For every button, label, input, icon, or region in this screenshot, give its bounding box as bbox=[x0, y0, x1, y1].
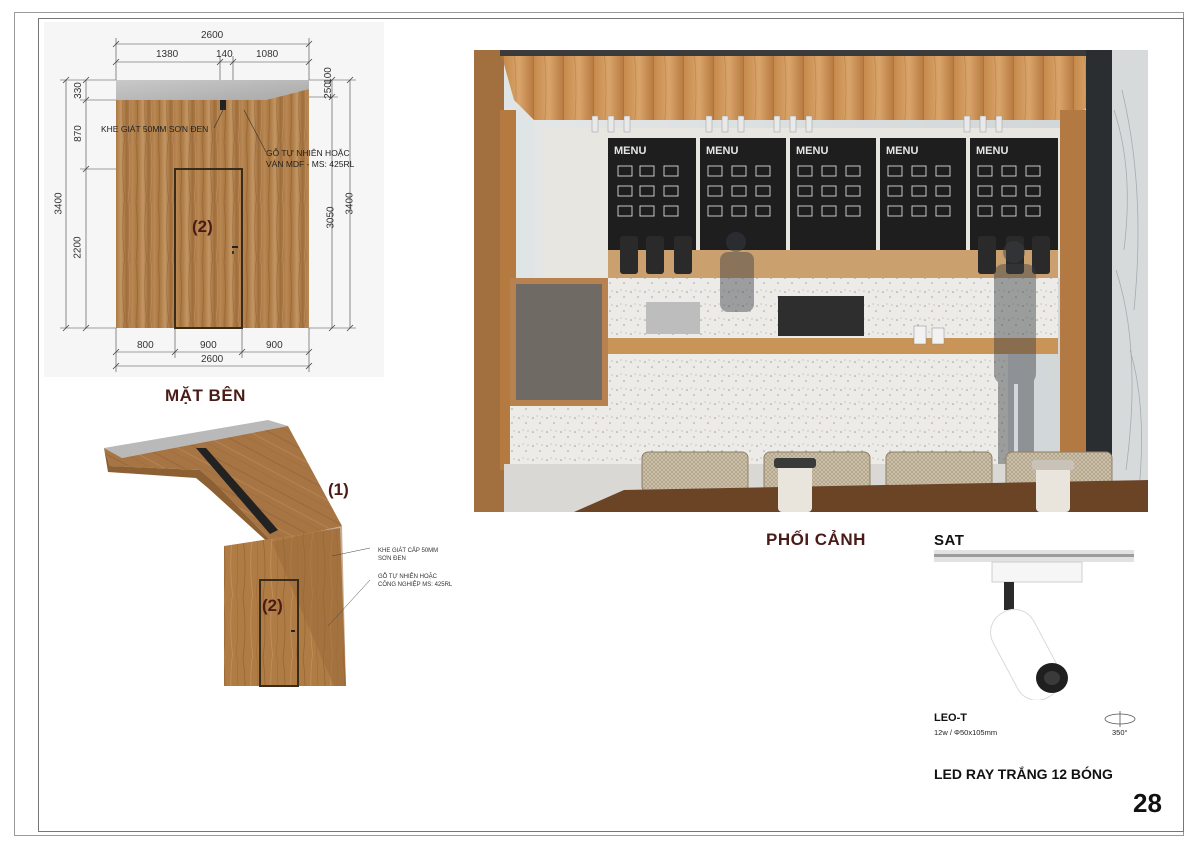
dim-top-total: 2600 bbox=[201, 30, 224, 41]
dim-bottom-total: 2600 bbox=[201, 354, 224, 365]
dim-left-total: 3400 bbox=[53, 192, 65, 215]
iso-drawing bbox=[104, 420, 371, 687]
dim-bottom-seg-2: 900 bbox=[200, 340, 217, 351]
dim-bottom-seg-1: 800 bbox=[137, 340, 154, 351]
door-label: (2) bbox=[192, 217, 213, 236]
page-number: 28 bbox=[1133, 788, 1162, 818]
product-model: LEO-T bbox=[934, 712, 967, 724]
product-brand: SAT bbox=[934, 532, 965, 549]
render-illustration: MENU MENU MENU MENU MENU bbox=[474, 50, 1148, 512]
dim-left-seg-3: 2200 bbox=[72, 236, 84, 259]
elevation-drawing bbox=[44, 22, 384, 377]
dim-left-seg-2: 870 bbox=[72, 125, 84, 142]
menu-board-title-4: MENU bbox=[886, 145, 918, 157]
iso-note-slot-2: SƠN ĐEN bbox=[378, 556, 406, 562]
product-rotation: 350° bbox=[1112, 728, 1128, 737]
dim-top-seg-3: 1080 bbox=[256, 49, 279, 60]
perspective-render: MENU MENU MENU MENU MENU bbox=[474, 50, 1148, 512]
note-wood-2: VÁN MDF - MS: 425RL bbox=[266, 159, 355, 169]
render-caption: PHỐI CẢNH bbox=[766, 530, 866, 549]
dim-right-top2: 100 bbox=[322, 67, 334, 84]
dim-left-seg-1: 330 bbox=[72, 82, 84, 99]
iso-canopy-label: (1) bbox=[328, 480, 349, 499]
dim-right-total: 3400 bbox=[344, 192, 356, 215]
iso-door-label: (2) bbox=[262, 596, 283, 615]
dim-top-seg-2: 140 bbox=[216, 49, 233, 60]
menu-board-title-1: MENU bbox=[614, 145, 646, 157]
track-light-illustration bbox=[934, 550, 1134, 700]
product-title: LED RAY TRẮNG 12 BÓNG bbox=[934, 766, 1113, 782]
note-wood-1: GỖ TỰ NHIÊN HOẶC bbox=[266, 148, 350, 158]
menu-board-title-3: MENU bbox=[796, 145, 828, 157]
iso-note-wood-1: GỖ TỰ NHIÊN HOẶC bbox=[378, 574, 438, 580]
dim-right-middle: 3050 bbox=[325, 206, 337, 229]
dim-bottom-seg-3: 900 bbox=[266, 340, 283, 351]
dim-top-seg-1: 1380 bbox=[156, 49, 179, 60]
side-elevation: 2600 1380 140 1080 800 900 900 2600 330 … bbox=[44, 22, 384, 412]
iso-view: (1) (2) KHE GIÁT CẤP 50MM SƠN ĐEN GỖ TỰ … bbox=[100, 418, 480, 698]
dim-right-top: 250 bbox=[322, 82, 334, 99]
sheet-inner-border bbox=[38, 18, 1184, 832]
product-spec: 12w / Φ50x105mm bbox=[934, 728, 998, 737]
iso-note-wood-2: CÔNG NGHIỆP MS: 425RL bbox=[378, 582, 453, 588]
note-slot: KHE GIÁT 50MM SƠN ĐEN bbox=[101, 124, 209, 134]
menu-board-title-2: MENU bbox=[706, 145, 738, 157]
elevation-caption: MẶT BÊN bbox=[165, 386, 246, 405]
rotation-icon bbox=[1104, 711, 1136, 727]
iso-note-slot-1: KHE GIÁT CẤP 50MM bbox=[378, 548, 439, 554]
product-card: SAT LEO-T 12w / Φ50x105mm 350° LED RAY T… bbox=[930, 532, 1150, 792]
menu-board-title-5: MENU bbox=[976, 145, 1008, 157]
